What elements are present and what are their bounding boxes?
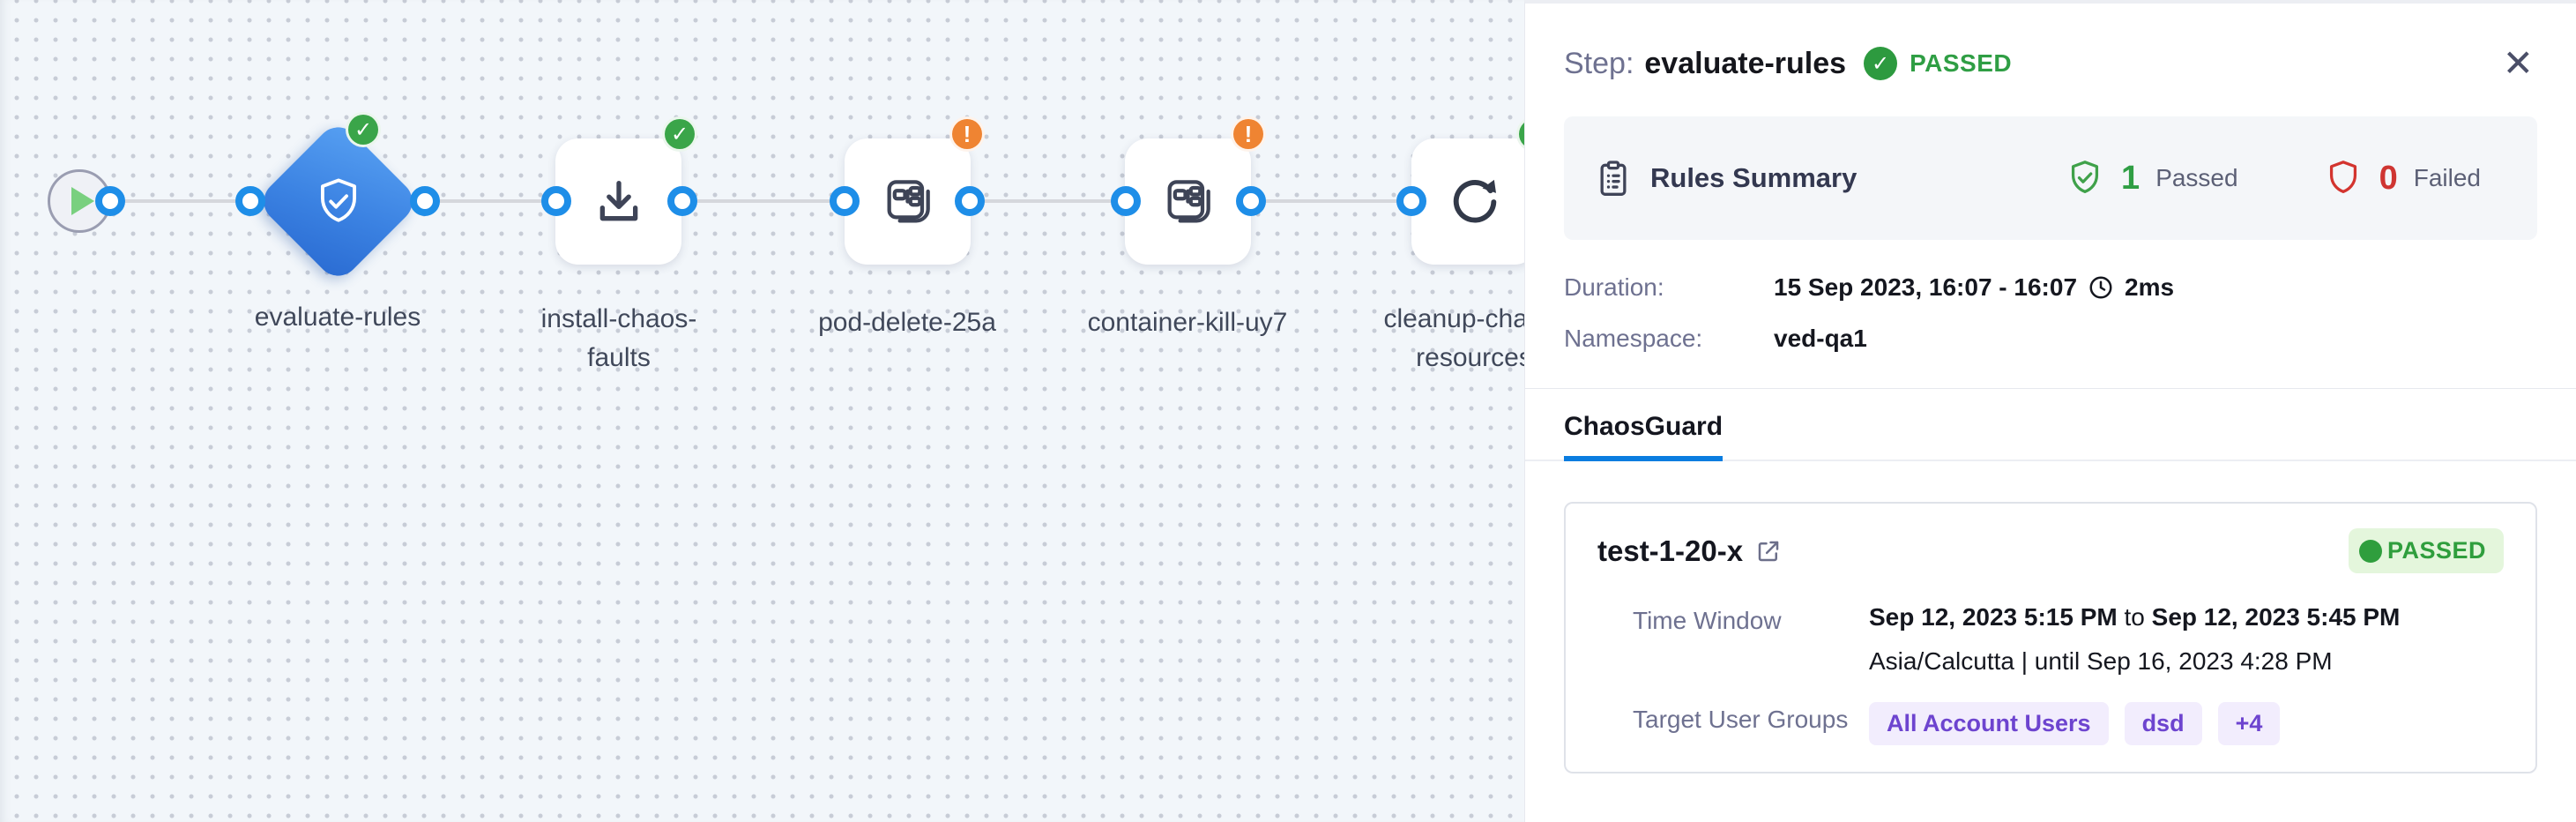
namespace-value: ved-qa1 <box>1774 325 1867 352</box>
close-icon[interactable]: ✕ <box>2502 42 2534 84</box>
timezone-line: Asia/Calcutta | until Sep 16, 2023 4:28 … <box>1869 647 2333 675</box>
failed-label: Failed <box>2413 164 2481 191</box>
chaos-fault-icon <box>1125 138 1251 265</box>
status-passed-badge: ✓ <box>662 116 697 152</box>
port[interactable] <box>667 186 697 216</box>
user-group-pill[interactable]: All Account Users <box>1869 702 2109 745</box>
port[interactable] <box>1396 186 1426 216</box>
node-label-install-chaos-faults: install-chaos- faults <box>540 304 697 372</box>
step-prefix: Step: <box>1564 46 1634 80</box>
port[interactable] <box>955 186 985 216</box>
user-group-pill[interactable]: dsd <box>2124 702 2202 745</box>
duration-label: Duration: <box>1564 273 1664 301</box>
port[interactable] <box>95 186 125 216</box>
rules-summary-title: Rules Summary <box>1650 162 1858 193</box>
refresh-icon <box>1411 138 1537 265</box>
step-title: evaluate-rules <box>1644 46 1847 80</box>
port[interactable] <box>1111 186 1141 216</box>
duration-value: 15 Sep 2023, 16:07 - 16:07 <box>1774 273 2078 301</box>
user-group-pill[interactable]: +4 <box>2217 702 2281 745</box>
guard-status-badge: PASSED <box>2348 528 2504 573</box>
node-pod-delete-25a[interactable] <box>845 138 971 265</box>
time-window-start: Sep 12, 2023 5:15 PM <box>1869 603 2118 631</box>
port[interactable] <box>830 186 860 216</box>
shield-failed-icon <box>2323 158 2364 198</box>
passed-label: Passed <box>2155 164 2238 191</box>
panel-header: Step: evaluate-rules ✓ PASSED ✕ <box>1564 39 2537 88</box>
flow-connector-line <box>97 199 1543 203</box>
failed-count: 0 <box>2379 159 2398 197</box>
time-window-end: Sep 12, 2023 5:45 PM <box>2151 603 2401 631</box>
duration-row: Duration: 15 Sep 2023, 16:07 - 16:07 2ms <box>1564 273 2537 302</box>
play-icon <box>71 187 94 215</box>
step-details-panel: Step: evaluate-rules ✓ PASSED ✕ Rules Su… <box>1524 0 2576 822</box>
download-icon <box>555 138 681 265</box>
time-window-label: Time Window <box>1633 607 1782 634</box>
node-evaluate-rules[interactable] <box>255 118 421 285</box>
time-window-row: Time Window Sep 12, 2023 5:15 PM to Sep … <box>1597 603 2504 635</box>
status-passed-badge: ✓ <box>346 112 381 147</box>
shield-check-icon <box>274 138 402 265</box>
step-status-text: PASSED <box>1910 49 2013 77</box>
node-install-chaos-faults[interactable] <box>555 138 681 265</box>
target-user-groups-row: Target User Groups All Account Users dsd… <box>1597 702 2504 745</box>
guard-name: test-1-20-x <box>1597 534 1744 567</box>
namespace-row: Namespace: ved-qa1 <box>1564 325 2537 353</box>
port[interactable] <box>235 186 265 216</box>
target-user-groups-label: Target User Groups <box>1633 706 1849 733</box>
time-window-join: to <box>2124 603 2145 631</box>
status-warning-badge: ! <box>1231 116 1266 152</box>
node-label-evaluate-rules: evaluate-rules <box>254 303 421 332</box>
status-dot <box>2358 539 2382 563</box>
namespace-label: Namespace: <box>1564 325 1703 352</box>
node-cleanup-chaos-resources[interactable] <box>1411 138 1537 265</box>
port[interactable] <box>410 186 440 216</box>
passed-count: 1 <box>2121 159 2140 197</box>
check-circle-icon: ✓ <box>1864 47 1898 80</box>
divider <box>1525 388 2576 389</box>
status-warning-badge: ! <box>949 116 985 152</box>
chaos-fault-icon <box>845 138 971 265</box>
port[interactable] <box>541 186 571 216</box>
elapsed-time: 2ms <box>2125 273 2175 301</box>
clipboard-icon <box>1594 159 1633 198</box>
node-label-container-kill-uy7: container-kill-uy7 <box>1087 308 1288 337</box>
rules-summary-box: Rules Summary 1 Passed 0 Failed <box>1564 116 2537 240</box>
tab-bar: ChaosGuard <box>1525 389 2576 461</box>
external-link-icon[interactable] <box>1755 538 1782 564</box>
node-container-kill-uy7[interactable] <box>1125 138 1251 265</box>
guard-status-text: PASSED <box>2386 537 2486 564</box>
shield-passed-icon <box>2065 158 2105 198</box>
port[interactable] <box>1236 186 1266 216</box>
clock-icon <box>2088 274 2114 301</box>
tab-chaosguard[interactable]: ChaosGuard <box>1564 412 1724 461</box>
chaosguard-card: test-1-20-x PASSED Time Window Sep 12, 2… <box>1564 502 2537 773</box>
node-label-pod-delete-25a: pod-delete-25a <box>818 308 996 337</box>
